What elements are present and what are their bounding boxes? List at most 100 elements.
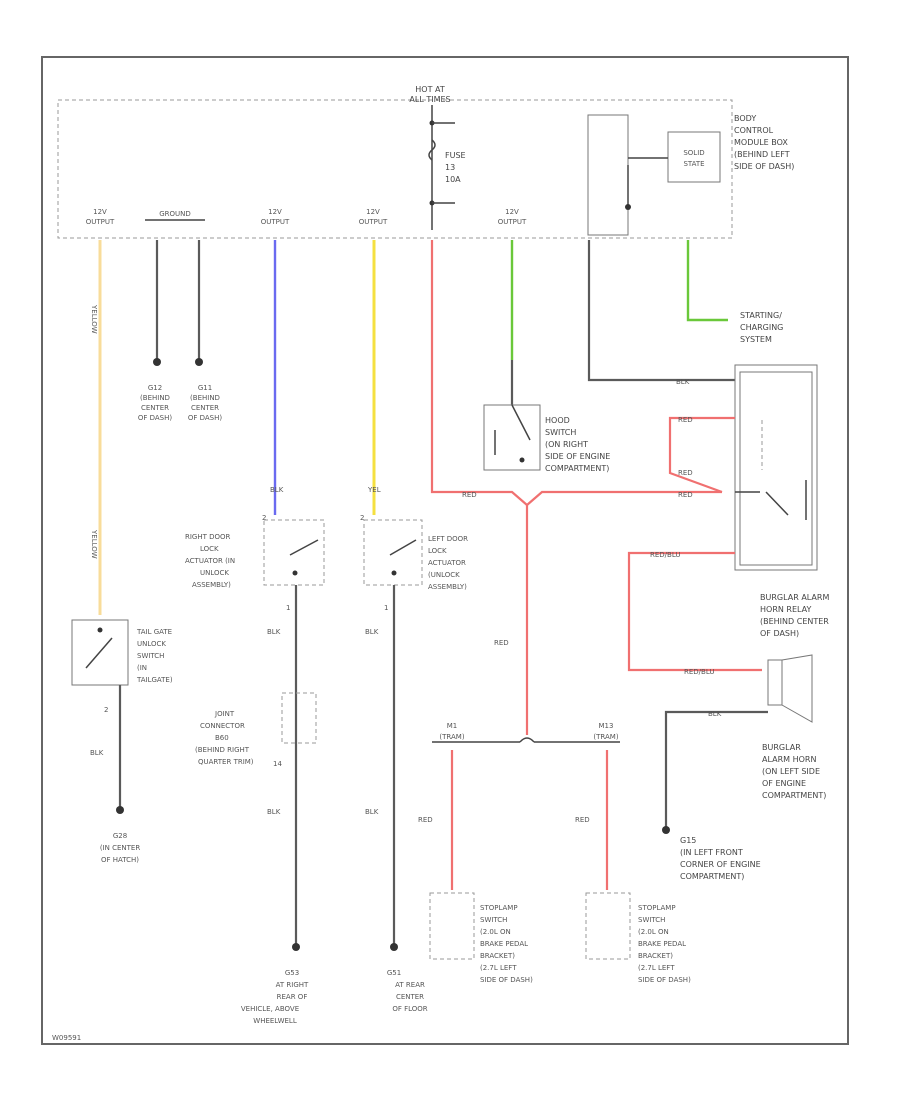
svg-text:COMPARTMENT): COMPARTMENT) bbox=[545, 464, 609, 473]
svg-text:SWITCH: SWITCH bbox=[480, 916, 507, 924]
svg-text:UNLOCK: UNLOCK bbox=[137, 640, 166, 648]
svg-text:VEHICLE, ABOVE: VEHICLE, ABOVE bbox=[241, 1005, 299, 1013]
svg-text:BLK: BLK bbox=[708, 710, 722, 718]
svg-text:BLK: BLK bbox=[676, 378, 690, 386]
svg-text:1: 1 bbox=[384, 604, 388, 612]
m1-label: M1 bbox=[447, 722, 458, 730]
svg-text:BLK: BLK bbox=[267, 628, 281, 636]
svg-text:YELLOW: YELLOW bbox=[90, 529, 98, 559]
svg-text:QUARTER TRIM): QUARTER TRIM) bbox=[198, 758, 254, 766]
svg-text:ACTUATOR: ACTUATOR bbox=[428, 559, 466, 567]
svg-text:TAILGATE): TAILGATE) bbox=[136, 676, 173, 684]
svg-text:OF FLOOR: OF FLOOR bbox=[392, 1005, 427, 1013]
svg-text:SWITCH: SWITCH bbox=[545, 428, 576, 437]
g11-label: G11 bbox=[198, 384, 212, 392]
svg-text:MODULE BOX: MODULE BOX bbox=[734, 138, 788, 147]
svg-text:2: 2 bbox=[262, 514, 266, 522]
svg-text:(TRAM): (TRAM) bbox=[439, 733, 464, 741]
svg-text:RED: RED bbox=[494, 639, 509, 647]
svg-text:OF HATCH): OF HATCH) bbox=[101, 856, 139, 864]
solid-state-box bbox=[667, 131, 721, 183]
g12-label: G12 bbox=[148, 384, 162, 392]
svg-text:COMPARTMENT): COMPARTMENT) bbox=[680, 872, 744, 881]
left-door-label: LEFT DOOR bbox=[428, 535, 468, 543]
output-1-label: 12V bbox=[93, 208, 107, 216]
svg-text:BLK: BLK bbox=[365, 808, 379, 816]
body-control-module-box bbox=[57, 99, 733, 239]
svg-text:BLK: BLK bbox=[270, 486, 284, 494]
svg-text:OUTPUT: OUTPUT bbox=[498, 218, 527, 226]
g53-label: G53 bbox=[285, 969, 299, 977]
svg-text:BLK: BLK bbox=[365, 628, 379, 636]
svg-text:SIDE OF ENGINE: SIDE OF ENGINE bbox=[545, 452, 610, 461]
svg-text:(TRAM): (TRAM) bbox=[593, 733, 618, 741]
stoplamp-switch-1 bbox=[429, 892, 475, 960]
svg-text:(2.7L LEFT: (2.7L LEFT bbox=[638, 964, 675, 972]
svg-text:SYSTEM: SYSTEM bbox=[740, 335, 772, 344]
svg-text:(BEHIND RIGHT: (BEHIND RIGHT bbox=[195, 746, 250, 754]
svg-text:(BEHIND: (BEHIND bbox=[140, 394, 170, 402]
joint-connector bbox=[281, 692, 317, 744]
svg-text:BLK: BLK bbox=[90, 749, 104, 757]
svg-text:CORNER OF ENGINE: CORNER OF ENGINE bbox=[680, 860, 761, 869]
svg-text:RED: RED bbox=[462, 491, 477, 499]
fuse-amp: 10A bbox=[445, 175, 461, 184]
svg-text:REAR OF: REAR OF bbox=[277, 993, 308, 1001]
svg-text:RED/BLU: RED/BLU bbox=[650, 551, 681, 559]
svg-text:(IN: (IN bbox=[137, 664, 147, 672]
svg-text:OUTPUT: OUTPUT bbox=[359, 218, 388, 226]
svg-text:AT RIGHT: AT RIGHT bbox=[276, 981, 309, 989]
hood-switch-box bbox=[483, 404, 541, 471]
svg-text:BRACKET): BRACKET) bbox=[638, 952, 673, 960]
joint-connector-label: JOINT bbox=[214, 710, 235, 718]
svg-text:BRACKET): BRACKET) bbox=[480, 952, 515, 960]
relay-label: BURGLAR ALARM bbox=[760, 593, 829, 602]
svg-text:(BEHIND LEFT: (BEHIND LEFT bbox=[734, 150, 790, 159]
output-4-label: 12V bbox=[505, 208, 519, 216]
bcm-label-1: BODY bbox=[734, 114, 756, 123]
svg-text:2: 2 bbox=[360, 514, 364, 522]
svg-text:RED: RED bbox=[418, 816, 433, 824]
svg-text:YELLOW: YELLOW bbox=[90, 304, 98, 334]
svg-text:(UNLOCK: (UNLOCK bbox=[428, 571, 460, 579]
svg-text:RED: RED bbox=[575, 816, 590, 824]
svg-text:CONNECTOR: CONNECTOR bbox=[200, 722, 245, 730]
svg-text:SIDE OF DASH): SIDE OF DASH) bbox=[734, 162, 794, 171]
svg-text:WHEELWELL: WHEELWELL bbox=[253, 1017, 297, 1025]
svg-text:BLK: BLK bbox=[267, 808, 281, 816]
svg-text:OUTPUT: OUTPUT bbox=[261, 218, 290, 226]
output-2-label: 12V bbox=[268, 208, 282, 216]
svg-text:YEL: YEL bbox=[367, 486, 381, 494]
starting-label: STARTING/ bbox=[740, 311, 782, 320]
diagram-code: W09591 bbox=[52, 1034, 81, 1042]
all-times-label: ALL TIMES bbox=[409, 95, 450, 104]
horn-label: BURGLAR bbox=[762, 743, 801, 752]
svg-text:ACTUATOR (IN: ACTUATOR (IN bbox=[185, 557, 235, 565]
svg-text:RED: RED bbox=[678, 491, 693, 499]
right-door-label: RIGHT DOOR bbox=[185, 533, 231, 541]
svg-text:(BEHIND: (BEHIND bbox=[190, 394, 220, 402]
svg-text:SIDE OF DASH): SIDE OF DASH) bbox=[480, 976, 533, 984]
svg-text:OUTPUT: OUTPUT bbox=[86, 218, 115, 226]
svg-text:2: 2 bbox=[104, 706, 108, 714]
g28-label: G28 bbox=[113, 832, 127, 840]
solid-state-label: SOLID bbox=[683, 149, 704, 157]
svg-text:STATE: STATE bbox=[683, 160, 704, 168]
hot-at-label: HOT AT bbox=[415, 85, 445, 94]
left-door-lock-actuator bbox=[363, 519, 423, 586]
svg-text:LOCK: LOCK bbox=[200, 545, 219, 553]
ground-group-label: GROUND bbox=[159, 210, 191, 218]
diagram-border bbox=[41, 56, 849, 1045]
svg-text:(2.0L ON: (2.0L ON bbox=[638, 928, 669, 936]
stoplamp-1-label: STOPLAMP bbox=[480, 904, 518, 912]
m13-label: M13 bbox=[599, 722, 614, 730]
svg-text:RED: RED bbox=[678, 416, 693, 424]
g15-label: G15 bbox=[680, 836, 696, 845]
fuse-label: FUSE bbox=[445, 151, 466, 160]
right-door-lock-actuator bbox=[263, 519, 325, 586]
svg-text:UNLOCK: UNLOCK bbox=[200, 569, 229, 577]
stoplamp-2-label: STOPLAMP bbox=[638, 904, 676, 912]
svg-text:(2.0L ON: (2.0L ON bbox=[480, 928, 511, 936]
svg-text:(IN LEFT FRONT: (IN LEFT FRONT bbox=[680, 848, 743, 857]
